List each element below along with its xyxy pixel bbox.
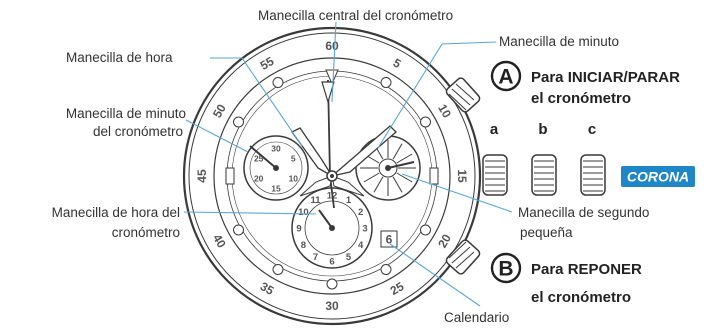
subdial-spoke	[396, 153, 413, 164]
subdial-number: 15	[271, 184, 281, 194]
hour-marker	[233, 224, 244, 236]
a-letter: A	[498, 66, 513, 89]
hour-marker	[420, 116, 431, 128]
subdial-number: 9	[296, 224, 301, 235]
bezel-number: 55	[258, 54, 277, 73]
subdial-number: 5	[291, 154, 296, 164]
subdial-number: 4	[358, 240, 364, 251]
bezel-number: 50	[210, 101, 229, 120]
bezel-number: 60	[325, 39, 339, 53]
corona-label: CORONA	[627, 169, 689, 185]
button-b-label: B Para REPONER el cronómetro	[490, 252, 642, 306]
subdial-number: 10	[298, 207, 309, 218]
corona-badge: CORONA	[621, 166, 695, 187]
subdial-number: 2	[358, 207, 363, 218]
b-letter: B	[498, 258, 513, 281]
subdial-spoke	[392, 176, 403, 193]
subdial-spoke	[363, 172, 380, 183]
crown-position-b[interactable]: b	[531, 121, 557, 196]
a-text-2: el cronómetro	[531, 90, 631, 107]
b-text-1: Para REPONER	[531, 261, 642, 278]
subdial-number: 20	[254, 174, 264, 184]
pusher-a[interactable]	[445, 76, 481, 113]
crown-position-c[interactable]: c	[580, 121, 606, 196]
label-chrono-hour-2: cronómetro	[112, 225, 180, 240]
bezel-number: 45	[195, 169, 209, 183]
subdial-spoke	[392, 143, 403, 160]
subdial-number: 10	[289, 174, 299, 184]
bezel-number: 40	[210, 232, 229, 251]
callouts: Manecilla central del cronómetro Manecil…	[52, 8, 650, 325]
a-text-1: Para INICIAR/PARAR	[531, 69, 680, 86]
pusher-b[interactable]	[445, 238, 481, 275]
subdial-number: 25	[254, 154, 264, 164]
minute-hand	[331, 125, 397, 177]
hour-marker	[272, 264, 284, 275]
bezel-number: 35	[258, 279, 277, 298]
subdial-number: 11	[310, 195, 321, 206]
subdial-number: 8	[301, 240, 306, 251]
chrono-minute-subdial: 30 5 10 15 20 25	[243, 135, 309, 201]
hour-hand	[291, 127, 333, 177]
leader-lines	[183, 21, 513, 307]
label-small-second-2: pequeña	[520, 225, 573, 240]
hour-marker	[326, 278, 338, 290]
chrono-hour-subdial: 121234567891011	[291, 187, 373, 269]
b-text-2: el cronómetro	[531, 289, 631, 306]
crown-label: a	[490, 121, 499, 138]
bezel-number: 20	[435, 231, 454, 250]
hour-marker	[272, 77, 284, 88]
label-minute-hand: Manecilla de minuto	[499, 34, 619, 49]
subdial-number: 7	[313, 252, 318, 263]
label-chrono-minute-1: Manecilla de minuto	[66, 106, 186, 121]
button-a-label: A Para INICIAR/PARAR el cronómetro	[490, 60, 680, 107]
twelve-marker	[325, 69, 339, 86]
bezel-number: 10	[435, 102, 454, 121]
subdial-number: 6	[329, 257, 334, 268]
label-small-second-1: Manecilla de segundo	[518, 205, 649, 220]
subdial-number: 1	[346, 195, 352, 206]
subdial-number: 5	[346, 252, 352, 263]
subdial-spoke	[373, 176, 384, 193]
main-hands	[291, 79, 397, 209]
label-chrono-minute-2: del cronómetro	[93, 124, 183, 139]
date-value: 6	[386, 233, 393, 247]
crown-positions: a b c	[482, 121, 606, 196]
crown-label: c	[588, 121, 596, 138]
label-chrono-center-hand: Manecilla central del cronómetro	[258, 8, 453, 23]
subdial-spoke	[396, 172, 413, 183]
hour-marker	[380, 264, 392, 275]
hour-markers	[233, 69, 431, 290]
label-hour-hand: Manecilla de hora	[66, 50, 173, 65]
hour-marker	[380, 77, 392, 88]
crown-position-a[interactable]: a	[482, 121, 508, 196]
hour-marker	[420, 224, 431, 236]
bezel-number: 15	[455, 169, 469, 183]
small-second-subdial	[355, 135, 421, 201]
date-window: 6	[380, 230, 398, 248]
bezel-number: 25	[388, 279, 407, 298]
hour-marker	[233, 116, 244, 128]
index-bars	[225, 167, 439, 185]
bezel-number: 30	[325, 299, 339, 313]
subdial-number: 30	[271, 144, 281, 154]
crown-label: b	[538, 121, 547, 138]
subdial-number: 3	[362, 224, 367, 235]
label-chrono-hour-1: Manecilla de hora del	[52, 205, 180, 220]
label-calendar: Calendario	[444, 310, 509, 325]
